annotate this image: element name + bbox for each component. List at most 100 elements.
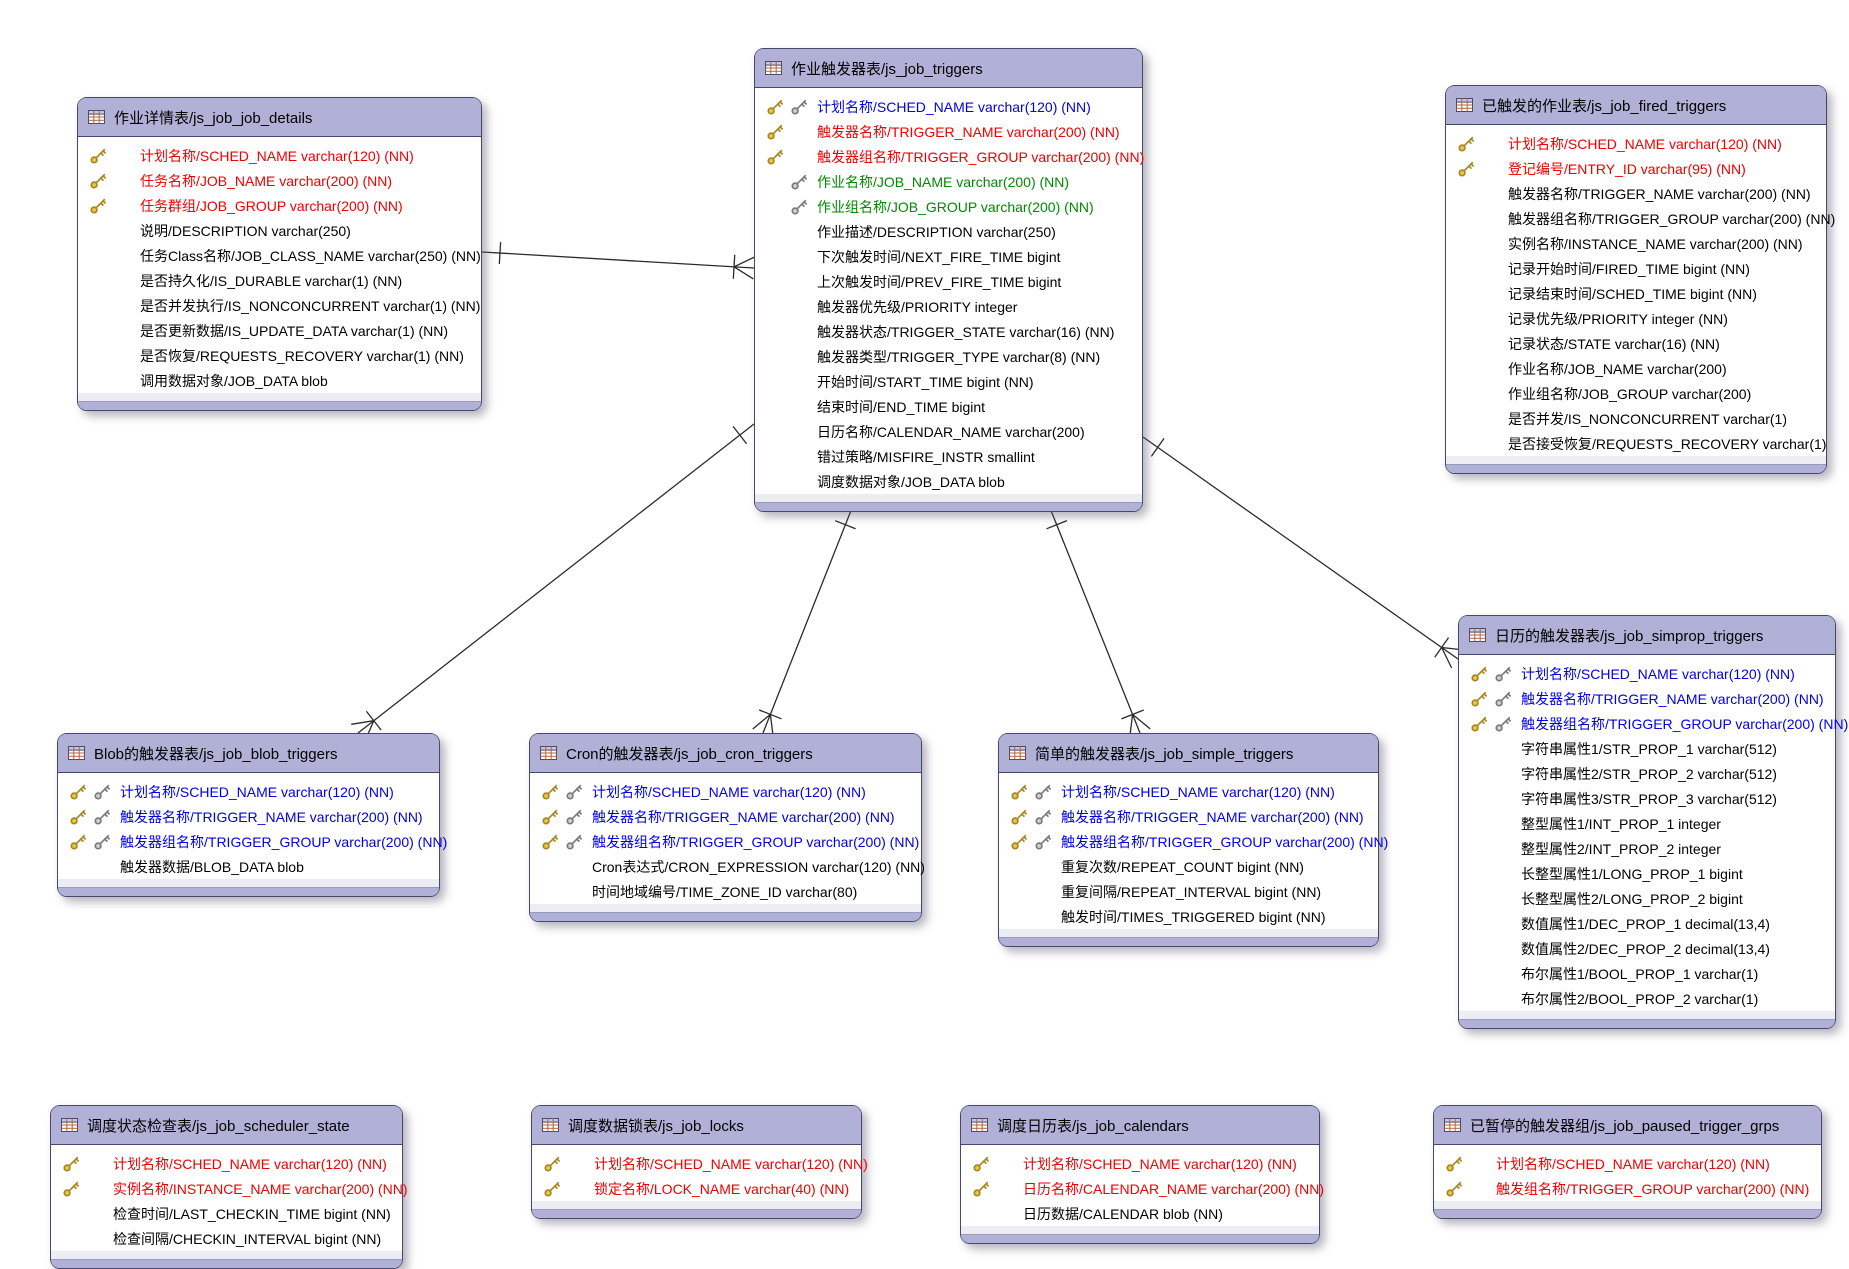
relationship-js_job_triggers-to-js_job_simple_triggers — [1046, 507, 1151, 738]
column-TRIGGER_NAME: 触发器名称/TRIGGER_NAME varchar(200) (NN) — [58, 804, 439, 829]
column-label: 计划名称/SCHED_NAME varchar(120) (NN) — [140, 147, 414, 164]
column-label: 触发器名称/TRIGGER_NAME varchar(200) (NN) — [1061, 808, 1364, 825]
primary-key-icon — [972, 1156, 989, 1172]
entity-table-js_job_locks[interactable]: 调度数据锁表/js_job_locks 计划名称/SCHED_NAME varc… — [531, 1105, 868, 1219]
column-LONG_PROP_1: 长整型属性1/LONG_PROP_1 bigint — [1459, 861, 1835, 886]
primary-key-icon — [766, 149, 783, 165]
primary-key-icon — [541, 784, 558, 800]
table-header[interactable]: 作业触发器表/js_job_triggers — [755, 49, 1142, 88]
table-footer — [58, 879, 439, 887]
column-INSTANCE_NAME: 实例名称/INSTANCE_NAME varchar(200) (NN) — [1446, 231, 1826, 256]
entity-table-js_job_scheduler_state[interactable]: 调度状态检查表/js_job_scheduler_state 计划名称/SCHE… — [50, 1105, 408, 1269]
column-BOOL_PROP_1: 布尔属性1/BOOL_PROP_1 varchar(1) — [1459, 961, 1835, 986]
column-LAST_CHECKIN_TIME: 检查时间/LAST_CHECKIN_TIME bigint (NN) — [51, 1201, 402, 1226]
entity-table-js_job_triggers[interactable]: 作业触发器表/js_job_triggers 计划名称/SCHED_NAME v… — [754, 48, 1145, 512]
column-IS_DURABLE: 是否持久化/IS_DURABLE varchar(1) (NN) — [78, 268, 481, 293]
primary-key-icon — [543, 1156, 560, 1172]
table-columns: 计划名称/SCHED_NAME varchar(120) (NN) 触发组名称/… — [1434, 1145, 1821, 1201]
column-DESCRIPTION: 作业描述/DESCRIPTION varchar(250) — [755, 219, 1142, 244]
column-STATE: 记录状态/STATE varchar(16) (NN) — [1446, 331, 1826, 356]
table-title: 简单的触发器表/js_job_simple_triggers — [1035, 745, 1294, 763]
column-label: 任务Class名称/JOB_CLASS_NAME varchar(250) (N… — [140, 247, 481, 264]
column-label: 触发器类型/TRIGGER_TYPE varchar(8) (NN) — [817, 348, 1101, 365]
column-label: 整型属性1/INT_PROP_1 integer — [1521, 815, 1721, 832]
table-title: 作业触发器表/js_job_triggers — [791, 60, 983, 78]
column-label: 触发器优先级/PRIORITY integer — [817, 298, 1018, 315]
table-columns: 计划名称/SCHED_NAME varchar(120) (NN) 触发器名称/… — [530, 773, 925, 904]
table-header[interactable]: 调度数据锁表/js_job_locks — [532, 1106, 861, 1145]
primary-key-icon — [766, 124, 783, 140]
table-title: 已触发的作业表/js_job_fired_triggers — [1482, 97, 1727, 115]
entity-table-js_job_job_details[interactable]: 作业详情表/js_job_job_details 计划名称/SCHED_NAME… — [77, 97, 482, 411]
table-title: Blob的触发器表/js_job_blob_triggers — [94, 745, 338, 763]
column-label: 计划名称/SCHED_NAME varchar(120) (NN) — [592, 783, 866, 800]
column-label: 触发器数据/BLOB_DATA blob — [120, 858, 304, 875]
table-header[interactable]: Blob的触发器表/js_job_blob_triggers — [58, 734, 439, 773]
column-label: 触发器组名称/TRIGGER_GROUP varchar(200) (NN) — [1061, 833, 1389, 850]
table-header[interactable]: 作业详情表/js_job_job_details — [78, 98, 481, 137]
column-TRIGGER_GROUP: 触发器组名称/TRIGGER_GROUP varchar(200) (NN) — [755, 144, 1145, 169]
primary-key-icon — [1470, 666, 1487, 682]
entity-table-js_job_fired_triggers[interactable]: 已触发的作业表/js_job_fired_triggers 计划名称/SCHED… — [1445, 85, 1835, 474]
entity-table-js_job_calendars[interactable]: 调度日历表/js_job_calendars 计划名称/SCHED_NAME v… — [960, 1105, 1324, 1244]
table-header[interactable]: 调度状态检查表/js_job_scheduler_state — [51, 1106, 402, 1145]
column-label: 调用数据对象/JOB_DATA blob — [140, 372, 328, 389]
table-header[interactable]: 已暂停的触发器组/js_job_paused_trigger_grps — [1434, 1106, 1821, 1145]
entity-table-js_job_simple_triggers[interactable]: 简单的触发器表/js_job_simple_triggers 计划名称/SCHE… — [998, 733, 1388, 947]
column-label: 触发器组名称/TRIGGER_GROUP varchar(200) (NN) — [592, 833, 920, 850]
primary-key-icon — [1010, 809, 1027, 825]
entity-table-js_job_simprop_triggers[interactable]: 日历的触发器表/js_job_simprop_triggers 计划名称/SCH… — [1458, 615, 1848, 1029]
column-label: 检查时间/LAST_CHECKIN_TIME bigint (NN) — [113, 1205, 391, 1222]
column-label: 作业名称/JOB_NAME varchar(200) (NN) — [817, 173, 1070, 190]
entity-table-js_job_paused_trigger_grps[interactable]: 已暂停的触发器组/js_job_paused_trigger_grps 计划名称… — [1433, 1105, 1822, 1219]
column-SCHED_NAME: 计划名称/SCHED_NAME varchar(120) (NN) — [961, 1151, 1319, 1176]
primary-key-icon — [69, 809, 86, 825]
column-label: 日历名称/CALENDAR_NAME varchar(200) — [817, 423, 1085, 440]
table-header[interactable]: 日历的触发器表/js_job_simprop_triggers — [1459, 616, 1835, 655]
column-REQUESTS_RECOVERY: 是否接受恢复/REQUESTS_RECOVERY varchar(1) — [1446, 431, 1826, 456]
table-header[interactable]: 已触发的作业表/js_job_fired_triggers — [1446, 86, 1826, 125]
column-JOB_DATA: 调用数据对象/JOB_DATA blob — [78, 368, 481, 393]
primary-key-icon — [766, 99, 783, 115]
table-title: Cron的触发器表/js_job_cron_triggers — [566, 745, 813, 763]
foreign-key-icon — [1034, 809, 1051, 825]
entity-table-js_job_cron_triggers[interactable]: Cron的触发器表/js_job_cron_triggers 计划名称/SCHE… — [529, 733, 925, 922]
table-footer-bar — [532, 1209, 861, 1218]
table-header[interactable]: Cron的触发器表/js_job_cron_triggers — [530, 734, 921, 773]
table-icon — [1469, 628, 1486, 642]
primary-key-icon — [1470, 691, 1487, 707]
column-label: 字符串属性3/STR_PROP_3 varchar(512) — [1521, 790, 1777, 807]
foreign-key-icon — [565, 834, 582, 850]
table-header[interactable]: 简单的触发器表/js_job_simple_triggers — [999, 734, 1378, 773]
column-JOB_GROUP: 任务群组/JOB_GROUP varchar(200) (NN) — [78, 193, 481, 218]
column-STR_PROP_3: 字符串属性3/STR_PROP_3 varchar(512) — [1459, 786, 1835, 811]
column-NEXT_FIRE_TIME: 下次触发时间/NEXT_FIRE_TIME bigint — [755, 244, 1142, 269]
column-label: 计划名称/SCHED_NAME varchar(120) (NN) — [817, 98, 1091, 115]
column-PRIORITY: 记录优先级/PRIORITY integer (NN) — [1446, 306, 1826, 331]
column-label: 计划名称/SCHED_NAME varchar(120) (NN) — [1508, 135, 1782, 152]
entity-table-js_job_blob_triggers[interactable]: Blob的触发器表/js_job_blob_triggers 计划名称/SCHE… — [57, 733, 447, 897]
primary-key-icon — [62, 1181, 79, 1197]
table-header[interactable]: 调度日历表/js_job_calendars — [961, 1106, 1319, 1145]
table-footer — [532, 1201, 861, 1209]
column-label: 触发器组名称/TRIGGER_GROUP varchar(200) (NN) — [817, 148, 1145, 165]
column-TRIGGER_NAME: 触发器名称/TRIGGER_NAME varchar(200) (NN) — [1459, 686, 1835, 711]
table-title: 日历的触发器表/js_job_simprop_triggers — [1495, 627, 1764, 645]
table-footer-bar — [1434, 1209, 1821, 1218]
column-label: 触发器名称/TRIGGER_NAME varchar(200) (NN) — [592, 808, 895, 825]
table-footer — [1459, 1011, 1835, 1019]
foreign-key-icon — [93, 834, 110, 850]
column-SCHED_NAME: 计划名称/SCHED_NAME varchar(120) (NN) — [58, 779, 439, 804]
column-TIME_ZONE_ID: 时间地域编号/TIME_ZONE_ID varchar(80) — [530, 879, 921, 904]
table-icon — [61, 1118, 78, 1132]
relationship-js_job_triggers-to-js_job_blob_triggers — [351, 423, 755, 742]
primary-key-icon — [1445, 1156, 1462, 1172]
foreign-key-icon — [1494, 691, 1511, 707]
column-JOB_GROUP: 作业组名称/JOB_GROUP varchar(200) — [1446, 381, 1826, 406]
primary-key-icon — [69, 834, 86, 850]
column-STR_PROP_2: 字符串属性2/STR_PROP_2 varchar(512) — [1459, 761, 1835, 786]
column-TRIGGER_NAME: 触发器名称/TRIGGER_NAME varchar(200) (NN) — [999, 804, 1378, 829]
table-footer-bar — [999, 937, 1378, 946]
column-JOB_NAME: 作业名称/JOB_NAME varchar(200) — [1446, 356, 1826, 381]
column-JOB_GROUP: 作业组名称/JOB_GROUP varchar(200) (NN) — [755, 194, 1142, 219]
